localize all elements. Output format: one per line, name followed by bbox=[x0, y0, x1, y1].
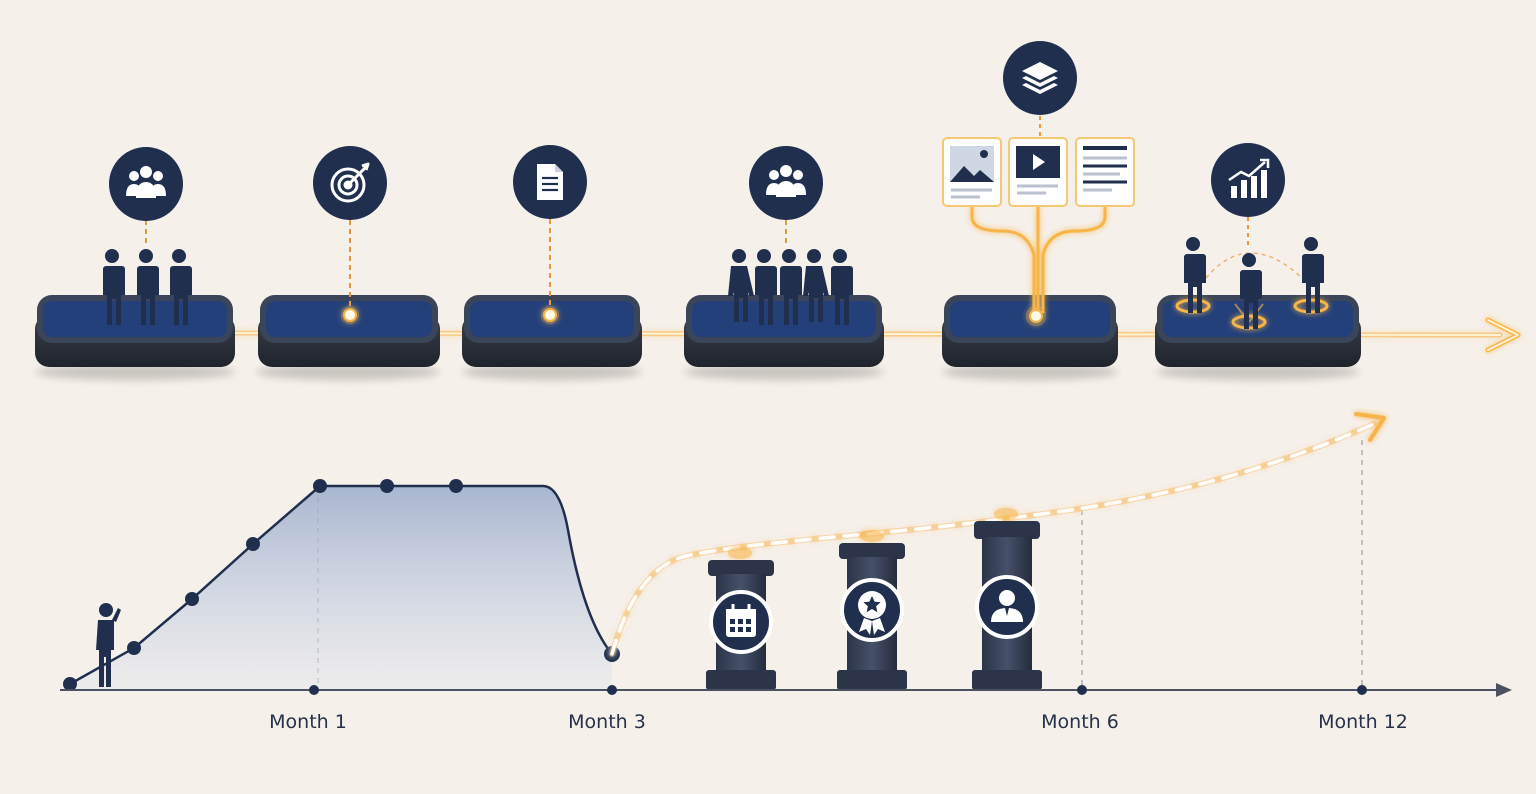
platform-3 bbox=[462, 295, 642, 380]
milestone-node bbox=[343, 308, 357, 322]
stage-cohort bbox=[728, 146, 853, 325]
tick-marker bbox=[607, 685, 617, 695]
pillar-3 bbox=[972, 508, 1042, 690]
tick-marker bbox=[1357, 685, 1367, 695]
data-point bbox=[127, 641, 141, 655]
platform-1 bbox=[35, 295, 235, 380]
stage-team bbox=[102, 147, 192, 325]
data-point bbox=[63, 677, 77, 691]
process-timeline bbox=[35, 41, 1521, 380]
milestone-node bbox=[1029, 309, 1043, 323]
person-badge-icon bbox=[991, 590, 1023, 622]
data-point bbox=[185, 592, 199, 606]
group-icon bbox=[126, 166, 166, 198]
image-card-icon bbox=[942, 137, 1002, 207]
pillar-2 bbox=[837, 530, 907, 690]
group-icon bbox=[766, 165, 806, 197]
calendar-icon bbox=[726, 604, 756, 637]
growth-trend-line bbox=[609, 412, 1386, 657]
tick-marker bbox=[309, 685, 319, 695]
engagement-line bbox=[69, 484, 613, 686]
data-point bbox=[246, 537, 260, 551]
stage-docs bbox=[513, 145, 587, 324]
data-point bbox=[380, 479, 394, 493]
platform-5 bbox=[942, 295, 1118, 380]
stage-goals bbox=[313, 146, 387, 324]
tick-marker bbox=[1077, 685, 1087, 695]
video-card-icon bbox=[1008, 137, 1068, 207]
x-axis: Month 1 Month 3 Month 6 Month 12 bbox=[60, 683, 1512, 733]
text-card-icon bbox=[1075, 137, 1135, 207]
award-icon bbox=[858, 591, 886, 635]
x-tick-label: Month 12 bbox=[1318, 711, 1408, 733]
progress-chart: Month 1 Month 3 Month 6 Month 12 bbox=[60, 412, 1512, 733]
observer-figure bbox=[96, 603, 121, 687]
engagement-points bbox=[63, 479, 620, 691]
stage-growth bbox=[1175, 143, 1329, 330]
axis-arrow-icon bbox=[1496, 683, 1512, 697]
data-point bbox=[313, 479, 327, 493]
layers-icon bbox=[1022, 62, 1058, 94]
engagement-area bbox=[70, 486, 612, 690]
data-point bbox=[449, 479, 463, 493]
stage-content bbox=[942, 41, 1135, 326]
platform-2 bbox=[256, 295, 440, 380]
x-tick-label: Month 3 bbox=[568, 711, 646, 733]
target-icon bbox=[330, 162, 370, 203]
x-tick-label: Month 6 bbox=[1041, 711, 1119, 733]
document-icon bbox=[537, 164, 563, 200]
content-connectors bbox=[970, 207, 1107, 313]
milestone-node bbox=[543, 308, 557, 322]
platform-4 bbox=[684, 295, 884, 380]
pillar-1 bbox=[706, 547, 776, 690]
bar-chart-growth-icon bbox=[1228, 158, 1270, 198]
x-tick-label: Month 1 bbox=[269, 711, 347, 733]
